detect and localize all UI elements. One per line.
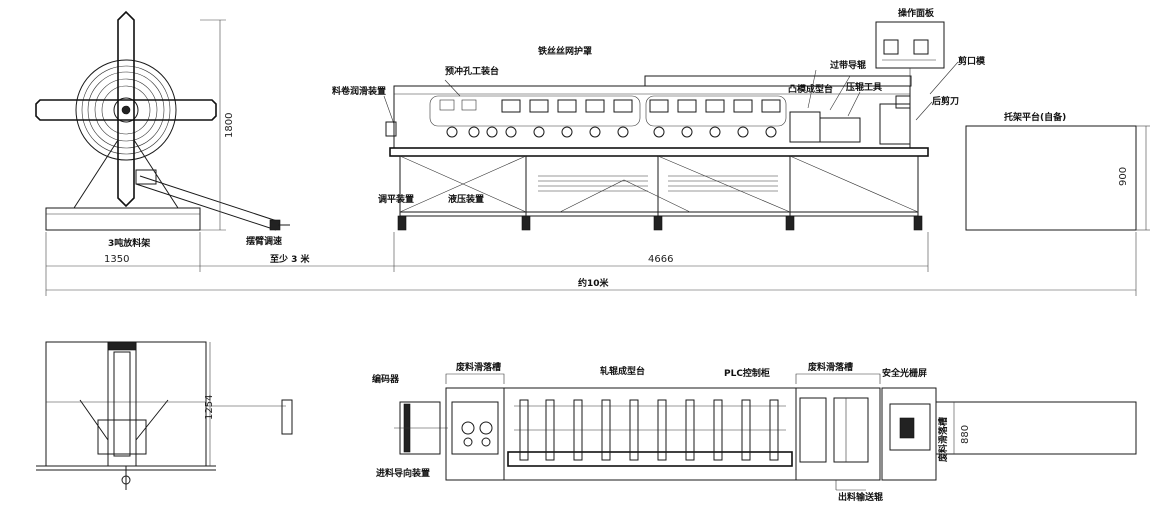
pallet-label: 托架平台(自备) bbox=[1004, 111, 1066, 123]
side-height-dim: 1254 bbox=[204, 395, 215, 420]
press-tool-label: 压辊工具 bbox=[846, 81, 882, 93]
guide-roll-label: 过带导辊 bbox=[830, 59, 866, 71]
safety-screen-label: 安全光栅屏 bbox=[882, 367, 927, 379]
shear-die-label: 剪口模 bbox=[958, 55, 986, 67]
control-panel-drawing bbox=[875, 21, 945, 86]
control-panel-label: 操作面板 bbox=[898, 7, 935, 19]
machine-length-dim: 4666 bbox=[648, 254, 673, 265]
total-length-dim: 约10米 bbox=[578, 277, 610, 289]
roll-former-label: 轧辊成型台 bbox=[600, 365, 645, 377]
plan-width-dim: 880 bbox=[960, 425, 971, 444]
waste-chute-label: 废料滑落槽 bbox=[456, 361, 501, 373]
pallet-height-dim: 900 bbox=[1118, 167, 1129, 186]
roll-shafts bbox=[514, 399, 786, 461]
decoiler-label: 3吨放料架 bbox=[108, 237, 150, 249]
decoiler-height-dim: 1800 bbox=[224, 113, 235, 138]
decoiler-side-view: 1254 bbox=[36, 341, 293, 490]
punch-station-label: 预冲孔工装台 bbox=[445, 65, 499, 77]
main-former-label: 凸模成型台 bbox=[788, 83, 833, 95]
machine-elevation: 铁丝丝网护罩 预冲孔工装台 料卷润滑装置 操作面板 过带导辊 凸模成型台 压辊工… bbox=[332, 7, 986, 231]
feed-guide-label: 进料导向装置 bbox=[376, 467, 430, 479]
discharge-chute-label: 废料滑落槽 bbox=[937, 417, 949, 462]
guard-label: 铁丝丝网护罩 bbox=[538, 45, 592, 57]
waste-chute2-label: 废料滑落槽 bbox=[808, 361, 853, 373]
tension-arm-label: 摆臂调速 bbox=[246, 235, 282, 247]
encoder-label: 编码器 bbox=[372, 373, 400, 385]
min-gap-dim: 至少 3 米 bbox=[270, 253, 311, 265]
dimension-lines: 1350 至少 3 米 4666 约10米 bbox=[45, 232, 1137, 296]
hydraulic-label: 液压装置 bbox=[448, 193, 484, 205]
out-conveyor-label: 出料输送辊 bbox=[838, 491, 883, 503]
rear-cutter-label: 后剪刀 bbox=[932, 95, 959, 107]
decoiler-width-dim: 1350 bbox=[104, 254, 129, 265]
coil-lube-label: 料卷润滑装置 bbox=[332, 85, 386, 97]
leveler-label: 调平装置 bbox=[378, 193, 414, 205]
machine-plan-view: 880 编码器 废料滑落槽 轧辊成型台 PLC控制柜 废料滑落槽 安全光栅屏 进… bbox=[372, 361, 1137, 503]
decoiler-elevation: 1800 3吨放料架 摆臂调速 bbox=[35, 10, 290, 249]
roll-stations bbox=[439, 99, 781, 138]
plc-label: PLC控制柜 bbox=[724, 367, 770, 379]
pallet-platform: 托架平台(自备) 900 bbox=[965, 111, 1150, 231]
